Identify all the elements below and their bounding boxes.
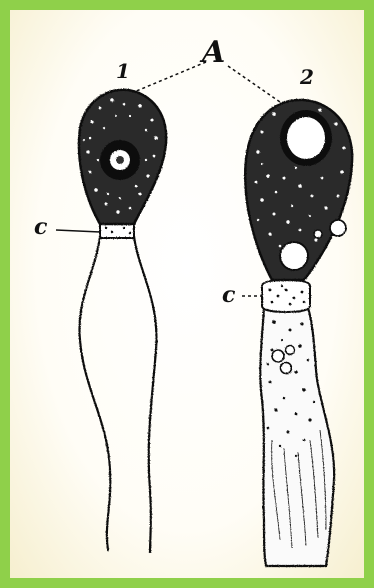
cell-2-head-vacuole-1 [280, 242, 308, 270]
cell-2-head-vacuole-3 [314, 230, 322, 238]
label-figure-1: 1 [116, 59, 130, 83]
cell-2-collar [262, 280, 310, 312]
cell-1-nucleolus [116, 156, 124, 164]
cell-2-body-vacuole-2 [286, 346, 295, 355]
cell-2-nucleus [287, 117, 325, 159]
label-c-right: c [222, 282, 236, 308]
cell-1 [79, 90, 166, 552]
cell-2-head-vacuole-2 [330, 220, 346, 236]
label-c-left: c [34, 214, 48, 240]
cell-2 [245, 100, 352, 566]
label-a: A [199, 35, 225, 70]
cell-2-body-vacuole-3 [281, 363, 292, 374]
leader-a-to-cell-2 [228, 66, 280, 102]
leader-c-left [56, 230, 100, 232]
label-figure-2: 2 [299, 65, 314, 89]
cell-1-stalk [79, 236, 156, 552]
cell-2-body-vacuole-1 [272, 350, 284, 362]
leader-a-to-cell-1 [134, 62, 206, 92]
cell-2-body [260, 308, 334, 566]
